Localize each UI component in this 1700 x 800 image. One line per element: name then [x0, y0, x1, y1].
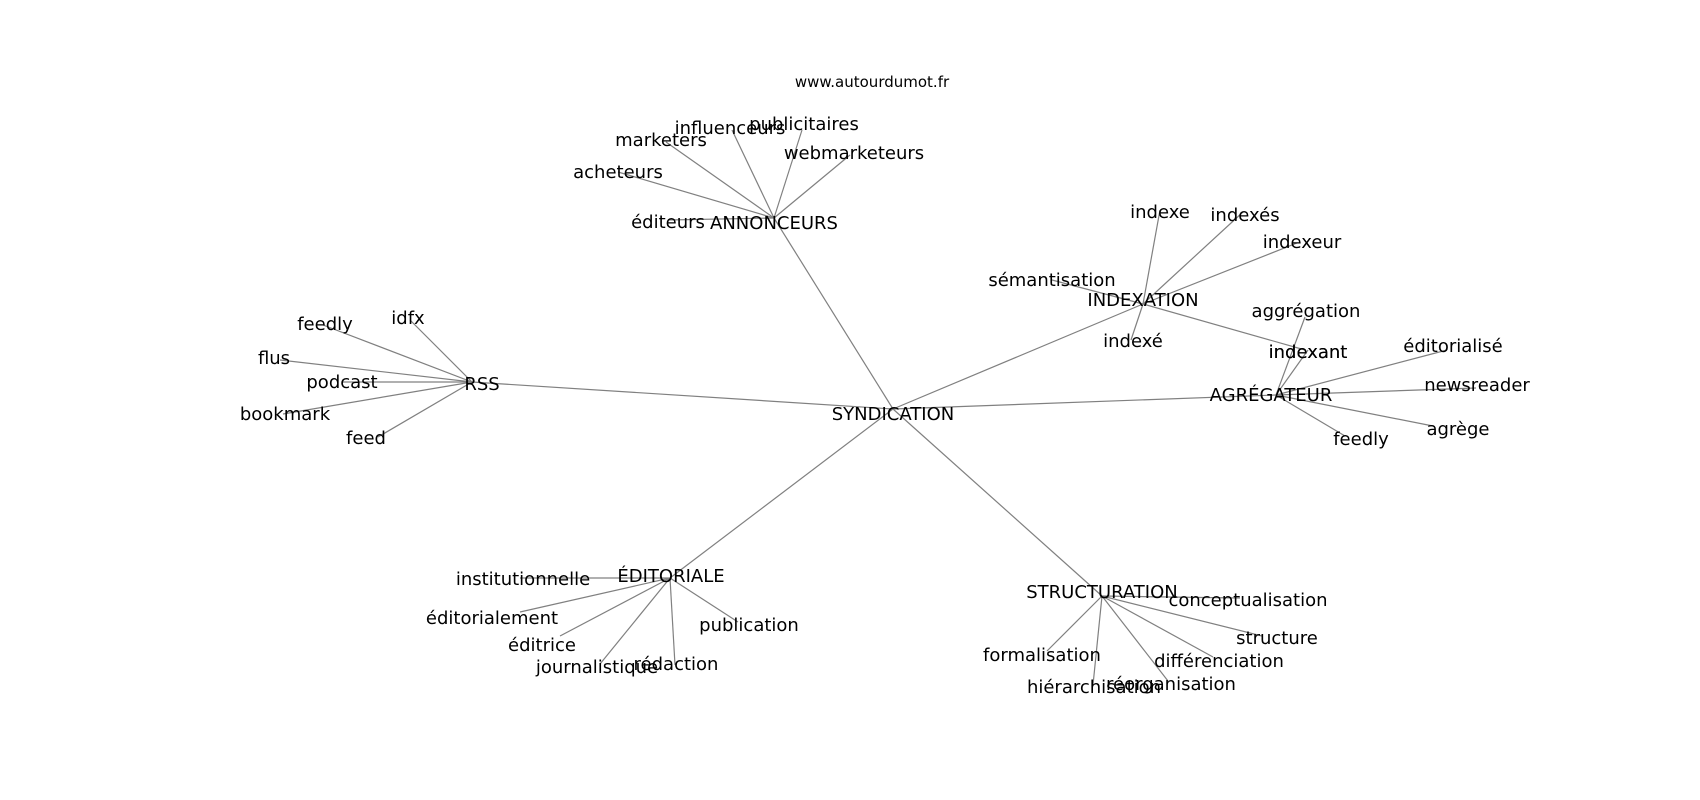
leaf-node-label: structure [1236, 628, 1318, 649]
leaf-node-label: publication [699, 615, 799, 636]
leaf-node-label: agrège [1426, 419, 1489, 440]
edge-hub-leaf [409, 319, 473, 383]
leaf-node-label: indexant [1269, 342, 1348, 363]
leaf-node-label: rédaction [634, 654, 719, 675]
leaf-node-label: feed [346, 428, 386, 449]
edge-hub-leaf [1101, 595, 1214, 658]
edges [279, 129, 1477, 686]
edge-hub-leaf [1101, 595, 1263, 637]
leaf-node-label: différenciation [1154, 651, 1284, 672]
hub-node-label: STRUCTURATION [1026, 582, 1177, 603]
edge-hub-leaf [1142, 303, 1306, 351]
edge-hub-leaf [617, 171, 775, 219]
edge-hub-leaf [731, 129, 775, 219]
leaf-node-label: éditorialisé [1403, 336, 1502, 357]
edge-hub-leaf [669, 577, 676, 666]
edge-hub-leaf [1142, 242, 1298, 305]
leaf-node-label: indexe [1130, 202, 1190, 223]
hub-node-label: AGRÉGATEUR [1210, 384, 1333, 406]
hub-node-label: RSS [464, 374, 499, 395]
edge-hub-leaf [1051, 279, 1144, 305]
leaf-node-label: journalistique [535, 657, 658, 678]
leaf-node-label: feedly [297, 314, 353, 335]
edge-hub-leaf [773, 154, 851, 219]
edge-root-hub [669, 408, 894, 579]
leaf-node-label: éditeurs [631, 212, 705, 233]
edge-hub-leaf [1275, 387, 1477, 396]
edge-hub-leaf [279, 359, 473, 383]
leaf-node-label: sémantisation [988, 270, 1115, 291]
edge-hub-leaf [1275, 394, 1346, 437]
edge-root-hub [892, 408, 1103, 597]
edge-hub-leaf [1275, 349, 1448, 396]
edge-hub-leaf [1142, 209, 1161, 305]
edge-root-hub [471, 381, 894, 410]
edge-hub-leaf [1275, 316, 1306, 396]
edge-hub-leaf [1101, 595, 1241, 599]
edge-hub-leaf [599, 577, 671, 665]
leaf-node-label: conceptualisation [1168, 590, 1327, 611]
hub-node-label: INDEXATION [1087, 290, 1198, 311]
edge-hub-leaf [1101, 595, 1169, 682]
source-credit: www.autourdumot.fr [795, 73, 950, 91]
leaf-node-label: influenceurs [675, 118, 786, 139]
edge-hub-leaf [1142, 211, 1244, 305]
root-node-label: SYNDICATION [832, 404, 954, 425]
edge-hub-leaf [1130, 303, 1144, 341]
leaf-node-label: feedly [1333, 429, 1389, 450]
leaf-node-label: acheteurs [573, 162, 663, 183]
hub-node-label: ÉDITORIALE [617, 565, 724, 587]
leaf-node-label: bookmark [240, 404, 331, 425]
edge-hub-leaf [1046, 595, 1103, 652]
leaf-node-label: indexeur [1263, 232, 1342, 253]
edge-hub-leaf [1275, 349, 1309, 396]
edge-root-hub [773, 217, 894, 410]
edge-hub-leaf [665, 141, 775, 219]
leaf-node-label: hiérarchisation [1027, 677, 1161, 698]
leaf-node-label: indexé [1103, 331, 1163, 352]
leaf-node-label: publicitaires [749, 114, 859, 135]
leaf-node-label: éditorialement [426, 608, 558, 629]
edge-hub-leaf [1092, 595, 1103, 686]
hub-node-label: ANNONCEURS [710, 213, 838, 234]
edge-root-hub [892, 394, 1277, 410]
edge-root-hub [892, 303, 1144, 410]
leaf-node-label: webmarketeurs [784, 143, 924, 164]
leaf-node-label: indexant [1269, 342, 1348, 363]
leaf-node-label: newsreader [1424, 375, 1530, 396]
edge-hub-leaf [377, 381, 473, 438]
leaf-node-label: réorganisation [1106, 674, 1236, 695]
edge-hub-leaf [773, 129, 803, 219]
edge-hub-leaf [669, 577, 739, 623]
edge-hub-leaf [282, 381, 473, 415]
edge-hub-leaf [559, 577, 671, 637]
edge-hub-leaf [667, 217, 775, 221]
leaf-node-label: formalisation [983, 645, 1101, 666]
leaf-node-label: institutionnelle [456, 569, 590, 590]
edge-hub-leaf [1275, 394, 1434, 427]
leaf-node-label: aggrégation [1252, 301, 1361, 322]
leaf-node-label: idfx [391, 308, 425, 329]
leaf-node-label: marketers [615, 130, 707, 151]
leaf-node-label: flus [258, 348, 290, 369]
edge-hub-leaf [322, 324, 473, 383]
leaf-node-label: podcast [306, 372, 377, 393]
leaf-node-label: indexés [1210, 205, 1279, 226]
edge-hub-leaf [519, 577, 671, 613]
leaf-node-label: éditrice [508, 635, 576, 656]
